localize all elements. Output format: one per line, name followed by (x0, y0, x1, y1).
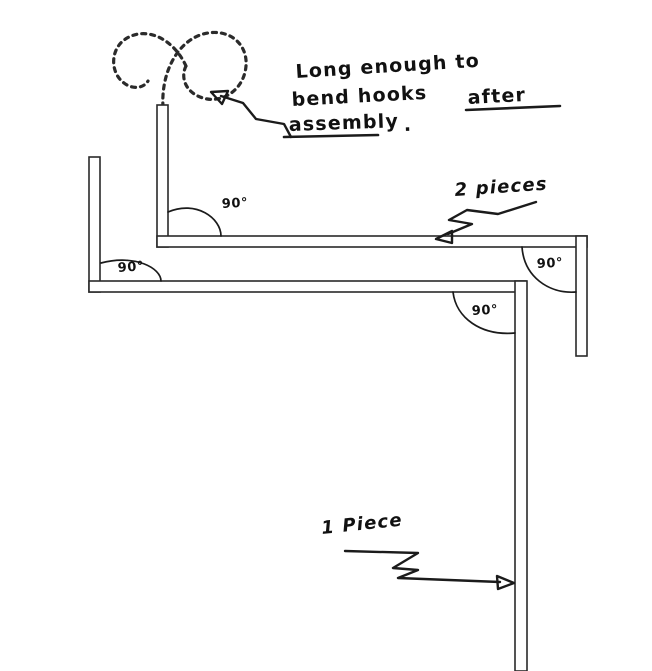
hook-stem-bar (156, 104, 169, 248)
assembly-note-assembly-underline (282, 133, 380, 139)
assembly-note-assembly-word: assembly (288, 110, 399, 136)
angle-label-right-upper: 90° (536, 256, 563, 272)
right-short-vertical-bar (575, 235, 588, 357)
assembly-note-line-2: bend hooks (291, 82, 428, 111)
assembly-note-after-underline (464, 104, 562, 112)
one-piece-label-group: 1 Piece (320, 510, 516, 591)
left-vertical-bar (88, 156, 101, 293)
two-pieces-label: 2 pieces (454, 174, 548, 201)
angle-label-top-inner: 90° (221, 196, 248, 212)
assembly-note-after-word: after (467, 84, 527, 109)
angle-label-left-inner: 90° (117, 259, 144, 276)
hook-curve (112, 30, 248, 109)
lower-horizontal-bar (88, 280, 527, 293)
assembly-note: Long enough to bend hooks after assembly… (282, 50, 562, 139)
upper-horizontal-bar (156, 235, 588, 248)
angle-arc-right-lower (452, 291, 516, 335)
right-long-vertical-bar (514, 280, 528, 671)
two-pieces-label-group: 2 pieces (434, 174, 548, 245)
assembly-note-period: . (403, 114, 412, 136)
assembly-note-leader-arrow (209, 89, 293, 139)
assembly-note-line-1: Long enough to (295, 50, 481, 83)
angle-arc-top-inner (167, 207, 222, 237)
angle-label-right-lower: 90° (471, 303, 498, 319)
angle-arc-left-inner (100, 259, 162, 282)
one-piece-label: 1 Piece (320, 510, 403, 539)
angle-arc-right-upper (521, 246, 577, 293)
